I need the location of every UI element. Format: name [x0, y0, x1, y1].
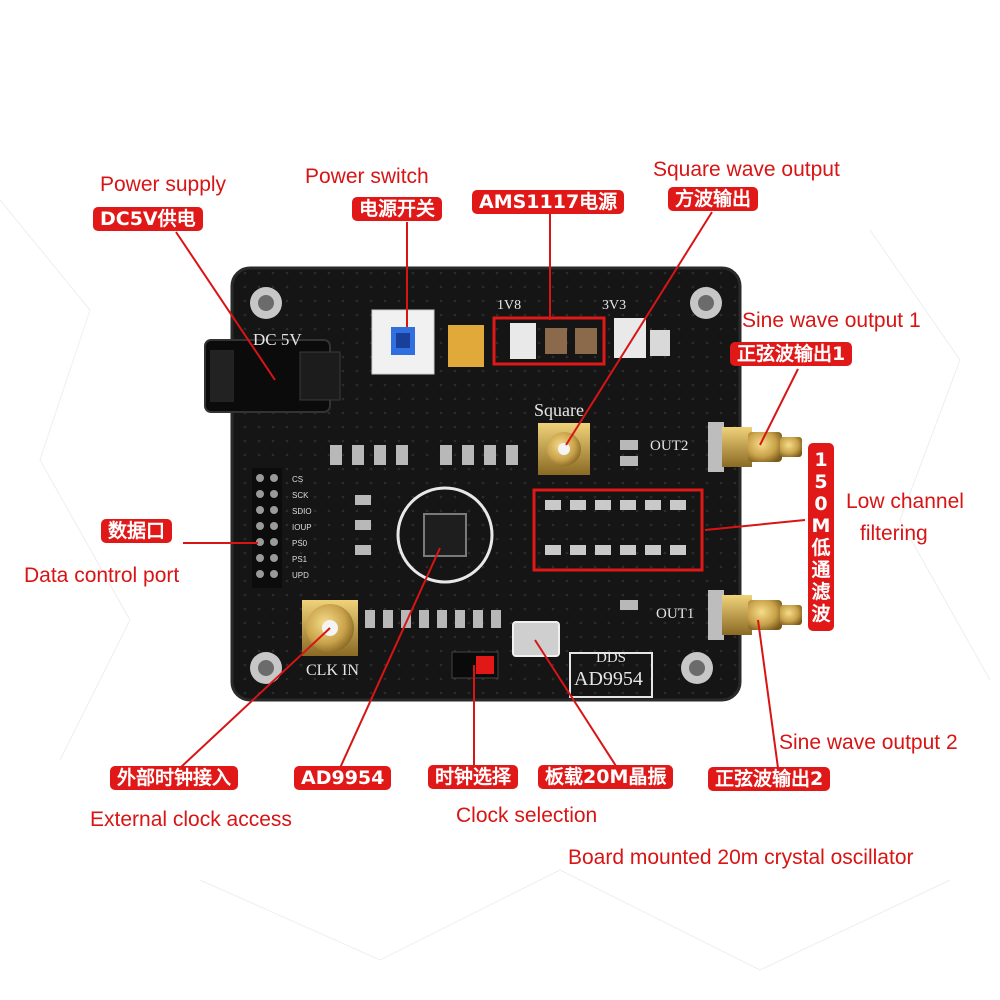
crystal-oscillator — [512, 621, 560, 657]
lowpass-char: 0 — [814, 493, 828, 515]
ad9954-tag: AD9954 — [294, 766, 392, 790]
ext-clock-en: External clock access — [90, 808, 292, 831]
data-port-en: Data control port — [24, 564, 180, 587]
lowpass-char: 滤 — [811, 581, 831, 603]
out2-sma-connector — [708, 422, 802, 472]
power-switch-en: Power switch — [305, 165, 429, 188]
out1-sma-connector — [708, 590, 802, 640]
lowpass-en-line1: Low channel — [846, 490, 964, 513]
ams1117-regulators — [492, 316, 670, 366]
data-port-cn: 数据口 — [101, 519, 173, 543]
header-pin-labels: CS SCK SDIO IOUP PS0 PS1 UPD — [292, 472, 312, 584]
silk-square: Square — [534, 400, 584, 420]
clock-select-cn: 时钟选择 — [428, 765, 519, 789]
crystal-cn: 板载20M晶振 — [538, 765, 674, 789]
power-switch-cn: 电源开关 — [352, 197, 443, 221]
silk-clk-in: CLK IN — [306, 662, 359, 679]
lowpass-char: 低 — [811, 537, 831, 559]
silk-ad9954: AD9954 — [574, 668, 643, 690]
silk-dds: DDS — [596, 650, 627, 666]
silk-out1: OUT1 — [656, 606, 695, 622]
low-pass-filter-area — [532, 488, 704, 572]
silk-dc5v: DC 5V — [253, 330, 302, 349]
power-supply-en: Power supply — [100, 173, 227, 196]
lowpass-char: M — [811, 515, 831, 537]
power-switch — [371, 309, 435, 375]
ext-clock-cn: 外部时钟接入 — [110, 766, 239, 790]
lowpass-char: 波 — [811, 603, 831, 625]
lowpass-char: 通 — [811, 559, 831, 581]
lowpass-char: 1 — [814, 449, 828, 471]
data-header — [252, 468, 282, 588]
pin-label: UPD — [292, 571, 309, 580]
sine2-en: Sine wave output 2 — [779, 731, 958, 754]
pcb-board — [230, 266, 742, 702]
ams1117-cn: AMS1117电源 — [472, 190, 625, 214]
silk-3v3: 3V3 — [602, 298, 627, 313]
sine1-cn: 正弦波输出1 — [730, 342, 853, 366]
pin-label: CS — [292, 475, 304, 484]
dds-silkscreen-box — [569, 652, 653, 698]
sine1-en: Sine wave output 1 — [742, 309, 921, 332]
pin-label: PS1 — [292, 555, 308, 564]
mounting-holes — [250, 287, 722, 684]
ad9954-chip — [396, 486, 494, 584]
silk-out2: OUT2 — [650, 438, 689, 454]
silk-1v8: 1V8 — [497, 298, 522, 313]
square-output-cn: 方波输出 — [668, 187, 759, 211]
pin-label: SCK — [292, 491, 309, 500]
square-output-en: Square wave output — [653, 158, 840, 181]
smd-components — [330, 440, 638, 628]
background-network — [0, 199, 991, 971]
power-supply-cn: DC5V供电 — [93, 207, 203, 231]
crystal-en: Board mounted 20m crystal oscillator — [568, 846, 914, 869]
pin-label: SDIO — [292, 507, 312, 516]
pin-label: PS0 — [292, 539, 308, 548]
lowpass-cn: 1 5 0 M 低 通 滤 波 — [808, 443, 834, 631]
clock-select-en: Clock selection — [456, 804, 598, 827]
lowpass-char: 5 — [814, 471, 828, 493]
pin-label: IOUP — [292, 523, 312, 532]
lowpass-en-line2: filtering — [860, 522, 928, 545]
square-sma-connector — [538, 423, 590, 475]
tantalum-capacitor — [448, 325, 484, 367]
leader-lines — [175, 211, 806, 769]
dc-jack — [204, 339, 341, 413]
sine2-cn: 正弦波输出2 — [708, 767, 831, 791]
